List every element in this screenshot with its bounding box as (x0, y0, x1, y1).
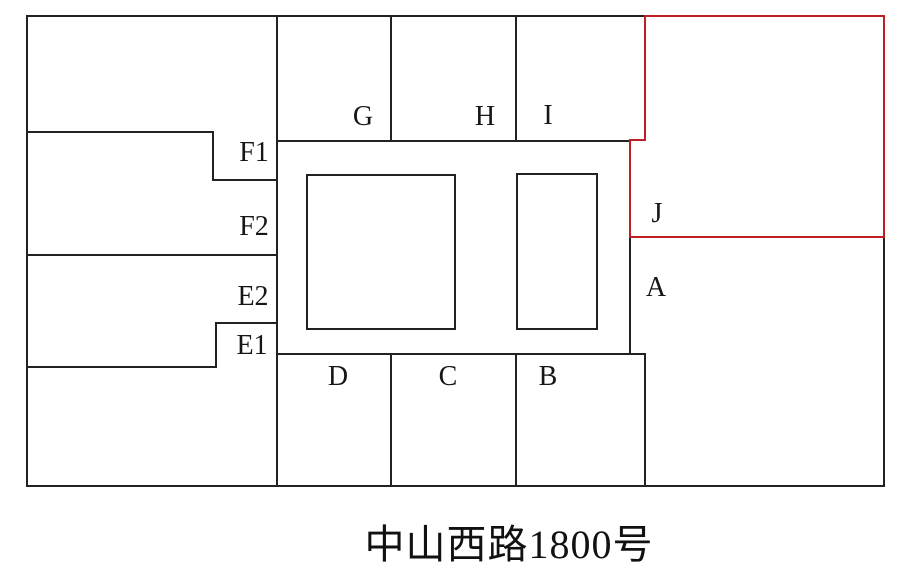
unit-label-g: G (352, 101, 374, 132)
inner-core-left (306, 174, 456, 330)
highlight-outline-bottom (629, 236, 885, 238)
wall-f2-row-bottom (26, 254, 278, 256)
wall-e1-row-bottom (26, 366, 217, 368)
wall-a-left (629, 236, 631, 355)
outer-wall-bottom (26, 485, 885, 487)
unit-label-e2: E2 (237, 281, 269, 312)
address-title: 中山西路1800号 (364, 522, 654, 567)
wall-core-left-spine (276, 15, 278, 487)
unit-label-c: C (438, 361, 458, 392)
highlight-outline-top (644, 15, 885, 17)
wall-g-h-divider (390, 15, 392, 142)
wall-bottom-strip-top (276, 353, 646, 355)
outer-wall-right (883, 236, 885, 487)
unit-label-j: J (651, 198, 663, 229)
wall-b-right (644, 353, 646, 485)
unit-label-i: I (543, 100, 553, 131)
unit-label-a: A (645, 272, 667, 303)
unit-label-b: B (538, 361, 558, 392)
unit-label-h: H (474, 101, 496, 132)
unit-label-d: D (327, 361, 349, 392)
wall-c-b-divider (515, 353, 517, 485)
unit-label-e1: E1 (236, 330, 268, 361)
wall-f1-notch-bottom (212, 179, 278, 181)
wall-d-c-divider (390, 353, 392, 485)
wall-f1-notch-vertical (212, 131, 214, 181)
highlight-outline-step (629, 139, 646, 141)
highlight-outline-right (883, 15, 885, 238)
highlight-outline-left-upper (644, 15, 646, 141)
wall-topleft-room-bottom (26, 131, 213, 133)
unit-label-f2: F2 (239, 211, 269, 242)
wall-e1-notch-vertical (215, 322, 217, 368)
highlight-outline-left-lower (629, 139, 631, 238)
outer-wall-left (26, 15, 28, 487)
wall-h-i-divider (515, 15, 517, 142)
wall-e2-e1-divider (215, 322, 278, 324)
inner-core-right (516, 173, 598, 330)
unit-label-f1: F1 (239, 137, 269, 168)
outer-wall-top (26, 15, 646, 17)
wall-top-strip-bottom (276, 140, 630, 142)
